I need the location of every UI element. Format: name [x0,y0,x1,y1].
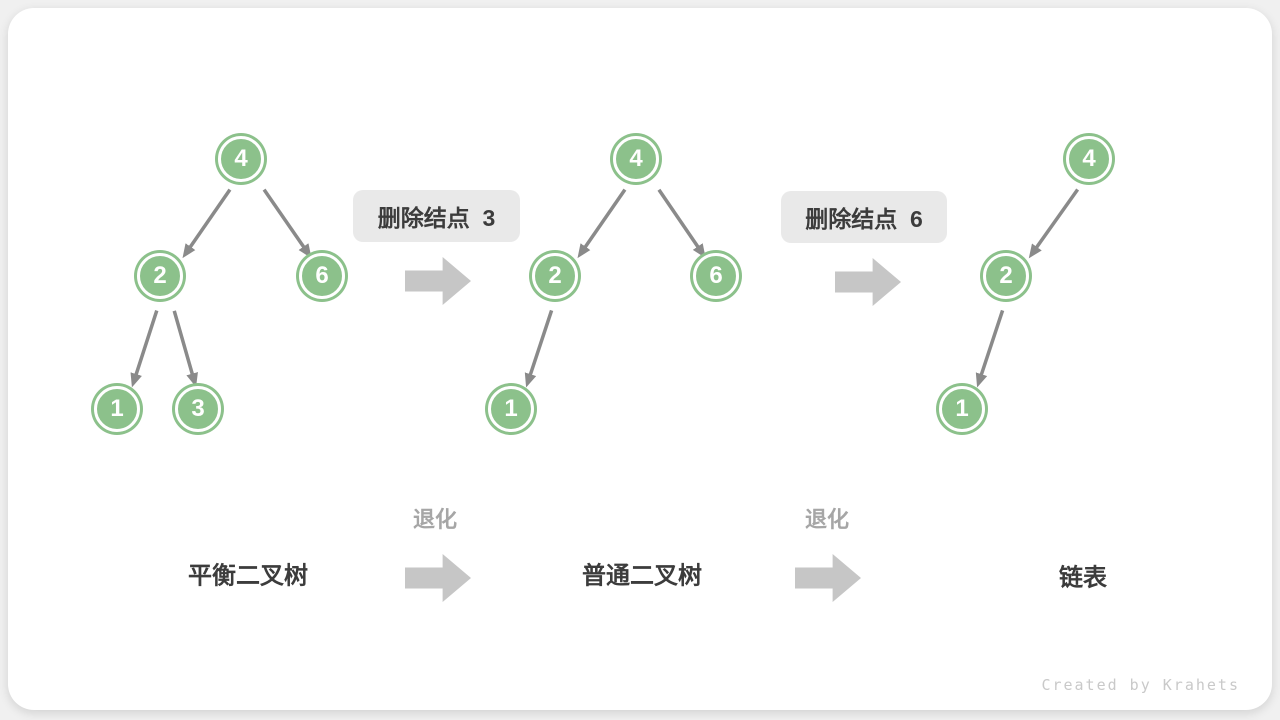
node-value: 2 [999,262,1013,289]
degrade-label: 退化 [412,507,458,532]
delete-node-6-label-box: 删除结点 6 [781,191,947,243]
node-value: 6 [315,262,329,289]
tree3-node-4: 4 [1066,136,1112,182]
node-value: 2 [153,262,167,289]
tree1-node-6: 6 [299,253,345,299]
tree1-node-1: 1 [94,386,140,432]
node-value: 1 [955,395,969,422]
tree2-node-2: 2 [532,253,578,299]
tree2-node-1: 1 [488,386,534,432]
node-value: 1 [110,395,124,422]
diagram-card [8,8,1272,710]
tree1-node-2: 2 [137,253,183,299]
node-value: 4 [629,145,643,172]
node-value: 4 [234,145,248,172]
stage-label-linked-list: 链表 [1059,564,1107,592]
delete-node-3-label-box: 删除结点 3 [353,190,520,242]
tree1-node-3: 3 [175,386,221,432]
node-value: 2 [548,262,562,289]
watermark-credit: Created by Krahets [1041,676,1240,694]
node-value: 4 [1082,145,1096,172]
node-value: 1 [504,395,518,422]
node-value: 3 [191,395,205,422]
tree1-node-4: 4 [218,136,264,182]
tree3-node-2: 2 [983,253,1029,299]
tree2-node-6: 6 [693,253,739,299]
degrade-label: 退化 [804,507,850,532]
stage-label-ordinary-binary-tree: 普通二叉树 [582,562,702,590]
node-value: 6 [709,262,723,289]
stage-label-balanced-binary-tree: 平衡二叉树 [188,562,308,590]
tree2-node-4: 4 [613,136,659,182]
tree3-node-1: 1 [939,386,985,432]
